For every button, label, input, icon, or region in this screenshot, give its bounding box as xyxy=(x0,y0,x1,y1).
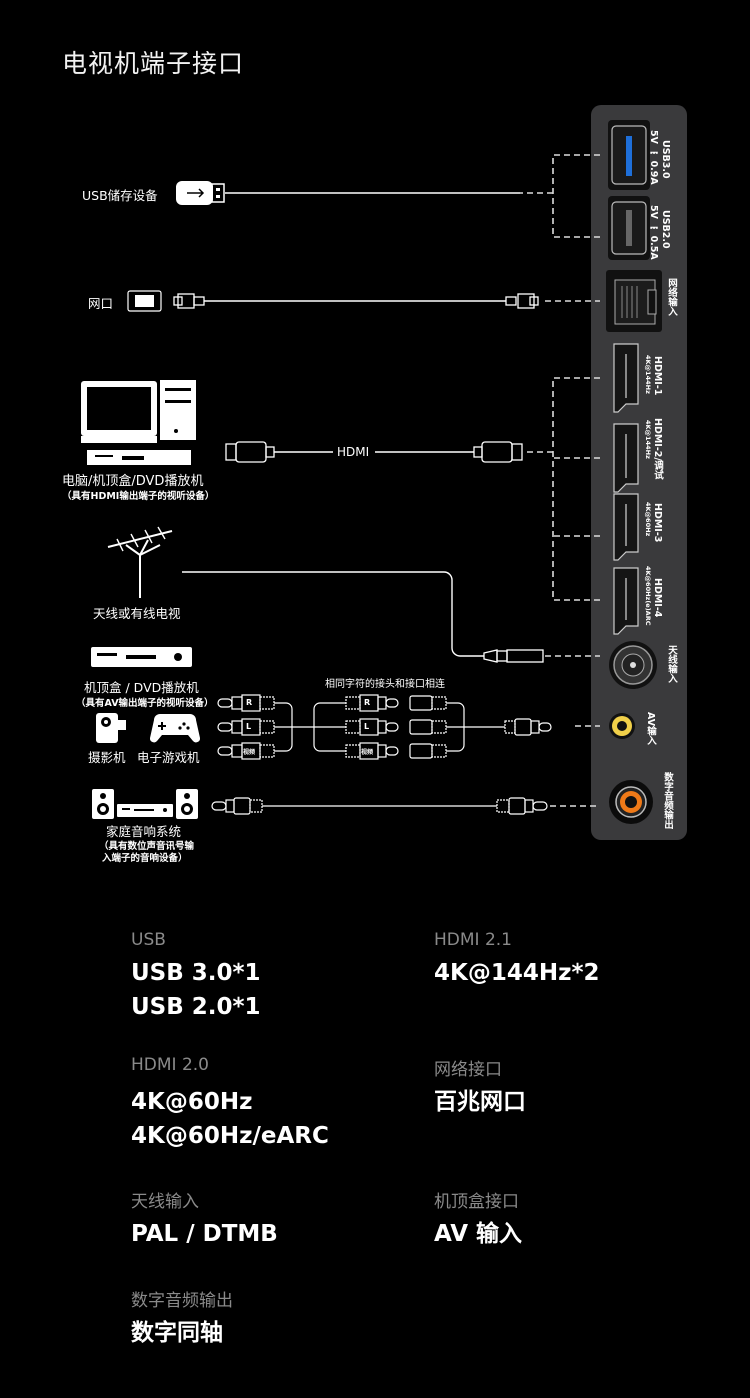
network-label: 网口 xyxy=(88,296,114,311)
stb-dvd-note: （具有AV输出端子的视听设备） xyxy=(76,698,214,709)
spec-value-antenna: PAL / DTMB xyxy=(131,1221,278,1247)
spec-label-antenna: 天线输入 xyxy=(131,1192,199,1212)
port-usb3-name: USB3.0 xyxy=(660,140,671,179)
coax-output-port-icon xyxy=(609,780,653,824)
port-hdmi1-spec: 4K@144Hz xyxy=(644,355,652,394)
home-audio-note-2: 入端子的音响设备） xyxy=(102,853,188,864)
usb2-port-icon xyxy=(608,196,650,260)
plug-video-label: 视频 xyxy=(243,749,256,756)
spec-value-usb: USB 3.0*1 USB 2.0*1 xyxy=(131,960,261,1020)
hdmi-cable-label: HDMI xyxy=(337,445,370,459)
stb-dvd-label: 机顶盒 / DVD播放机 xyxy=(84,680,199,695)
port-usb3-spec: 5V ⎓ 0.9A xyxy=(648,130,659,185)
camcorder-label: 摄影机 xyxy=(88,750,126,765)
spec-label-hdmi21: HDMI 2.1 xyxy=(434,930,512,950)
spec-value-hdmi20: 4K@60Hz 4K@60Hz/eARC xyxy=(131,1089,329,1149)
port-hdmi3-name: HDMI-3 xyxy=(652,503,663,543)
home-audio-icon xyxy=(92,789,198,819)
av-cable-plugs-middle xyxy=(313,694,552,760)
av-input-port-icon xyxy=(609,713,635,739)
dvd-player-icon xyxy=(91,647,192,667)
spec-value-digital-audio: 数字同轴 xyxy=(131,1320,223,1346)
antenna-label: 天线或有线电视 xyxy=(93,606,181,621)
port-usb2-name: USB2.0 xyxy=(660,210,671,249)
av-note-label: 相同字符的接头和接口相连 xyxy=(325,679,445,690)
port-hdmi2-spec: 4K@144Hz xyxy=(644,420,652,459)
spec-label-digital-audio: 数字音频输出 xyxy=(131,1291,233,1311)
plug-l-label: L xyxy=(246,722,252,731)
lan-socket-icon xyxy=(127,290,162,312)
ethernet-port-icon xyxy=(606,270,662,332)
connection-diagram xyxy=(81,105,687,840)
rj45-plug-icon xyxy=(173,293,539,309)
page-title: 电视机端子接口 xyxy=(62,49,245,78)
game-console-label: 电子游戏机 xyxy=(137,750,200,765)
spec-label-stb: 机顶盒接口 xyxy=(434,1192,519,1212)
port-av-name: AV输入 xyxy=(645,712,656,746)
spec-value-hdmi21: 4K@144Hz*2 xyxy=(434,960,600,986)
usb-storage-label: USB储存设备 xyxy=(82,188,158,203)
camcorder-icon xyxy=(96,713,126,743)
plug-l-label-2: L xyxy=(364,722,370,731)
home-audio-label: 家庭音响系统 xyxy=(106,824,182,839)
plug-r-label: R xyxy=(246,698,253,707)
port-lan-name: 网络输入 xyxy=(666,278,677,316)
usb-plug-icon xyxy=(176,181,225,205)
port-hdmi4-name: HDMI-4 xyxy=(652,578,663,618)
spec-label-network: 网络接口 xyxy=(434,1060,502,1080)
home-audio-note-1: （具有数位声音讯号输 xyxy=(99,841,195,852)
spec-label-hdmi20: HDMI 2.0 xyxy=(131,1055,209,1075)
dashed-lines xyxy=(520,154,600,807)
port-hdmi3-spec: 4K@60Hz xyxy=(644,502,652,537)
pc-player-label: 电脑/机顶盒/DVD播放机 xyxy=(62,474,204,489)
port-hdmi1-name: HDMI-1 xyxy=(652,356,663,396)
coax-cable-icon xyxy=(211,797,548,815)
antenna-port-icon xyxy=(609,641,657,689)
hdmi-port-icons xyxy=(613,343,639,635)
port-usb2-spec: 5V ⎓ 0.5A xyxy=(648,205,659,260)
av-cable-plugs-left xyxy=(217,694,322,760)
antenna-icon xyxy=(107,526,173,598)
port-hdmi2-name: HDMI-2/调试 xyxy=(652,418,663,480)
gamepad-icon xyxy=(149,714,201,743)
plug-r-label-2: R xyxy=(364,698,371,707)
port-hdmi4-spec: 4K@60Hz(e)ARC xyxy=(644,566,652,626)
usb3-port-icon xyxy=(608,120,650,190)
plug-video-label-2: 视频 xyxy=(361,749,374,756)
spec-value-stb: AV 输入 xyxy=(434,1221,523,1247)
port-coax-name: 数字音频输出 xyxy=(662,772,673,829)
antenna-plug-icon xyxy=(483,649,544,663)
hdmi-cable-icon xyxy=(225,441,523,463)
spec-label-usb: USB xyxy=(131,930,166,950)
computer-icon xyxy=(81,380,196,465)
port-antenna-name: 天线输入 xyxy=(666,645,677,683)
pc-player-note: （具有HDMI输出端子的视听设备） xyxy=(62,491,215,502)
spec-value-network: 百兆网口 xyxy=(434,1089,526,1115)
